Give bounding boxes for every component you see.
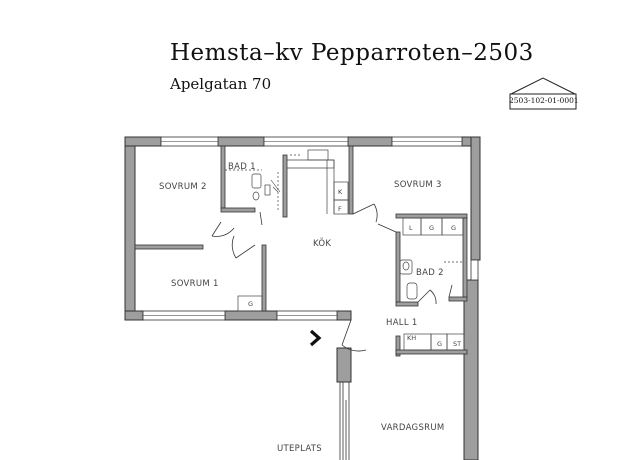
interior-walls — [134, 145, 468, 357]
room-label-bad-1: BAD 1 — [228, 162, 256, 172]
doors — [211, 203, 453, 352]
room-label-bad-2: BAD 2 — [416, 268, 444, 278]
wardrobes — [237, 217, 465, 351]
bathroom-1-fixtures — [225, 169, 271, 201]
fixture-label-f: F — [338, 205, 342, 213]
plan-title: Hemsta–kv Pepparroten–2503 — [170, 40, 534, 66]
room-label-sovrum-3: SOVRUM 3 — [394, 180, 442, 190]
stamp-code: 2503-102-01-0001 — [509, 96, 579, 105]
fixture-label-k: K — [338, 188, 343, 196]
fixture-label-g-2: G — [451, 224, 456, 232]
fixture-label-g-4: G — [437, 340, 442, 348]
plan-address: Apelgatan 70 — [170, 75, 272, 93]
fixture-label-g-1: G — [429, 224, 434, 232]
fixture-label-g-3: G — [248, 300, 253, 308]
room-label-uteplats: UTEPLATS — [277, 444, 322, 454]
fixture-label-kh: KH — [407, 334, 416, 342]
entrance-arrow-icon — [309, 329, 322, 347]
room-label-hall-1: HALL 1 — [386, 318, 418, 328]
house-stamp-icon — [509, 77, 577, 110]
room-label-sovrum-2: SOVRUM 2 — [159, 182, 207, 192]
room-label-kok: KÖK — [313, 238, 331, 249]
kitchen-counter — [277, 149, 349, 215]
fixture-label-st: ST — [453, 340, 461, 348]
patio-door — [339, 382, 350, 460]
room-label-sovrum-1: SOVRUM 1 — [171, 279, 219, 289]
bathroom-2-fixtures — [399, 259, 462, 300]
room-label-vardagsrum: VARDAGSRUM — [381, 423, 445, 433]
fixture-label-l: L — [409, 224, 413, 232]
